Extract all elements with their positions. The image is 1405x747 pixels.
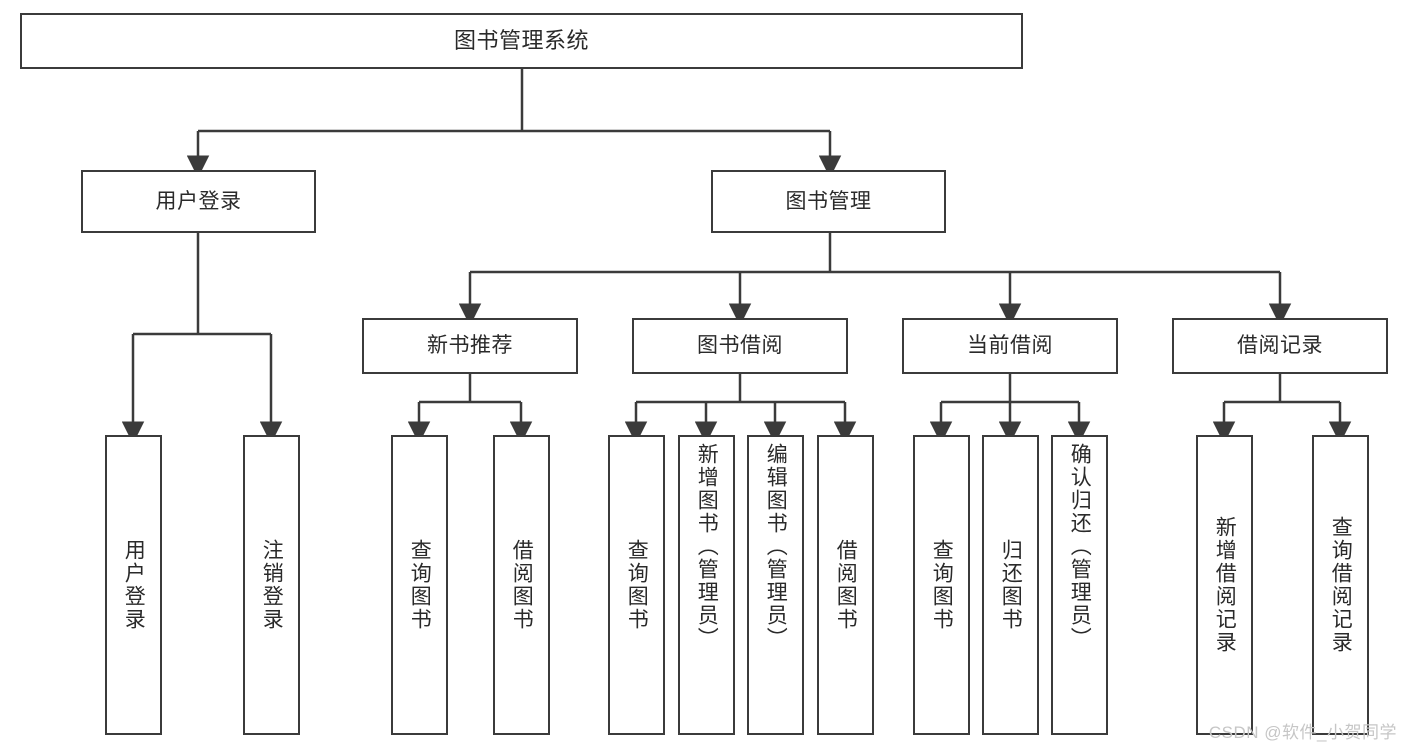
leaf-label: 注销登录	[260, 539, 284, 631]
node-user-login[interactable]: 用户登录	[81, 170, 316, 233]
node-book-borrow[interactable]: 图书借阅	[632, 318, 848, 374]
leaf-query-book-borrow[interactable]: 查询图书	[608, 435, 665, 735]
node-current-borrow[interactable]: 当前借阅	[902, 318, 1118, 374]
leaf-label: 新增图书（管理员）	[695, 443, 719, 650]
node-label: 图书借阅	[697, 334, 783, 358]
leaf-edit-book-admin[interactable]: 编辑图书（管理员）	[747, 435, 804, 735]
csdn-watermark: CSDN @软件_小贺同学	[1208, 723, 1397, 742]
leaf-label: 确认归还（管理员）	[1068, 443, 1092, 650]
leaf-query-borrow-record[interactable]: 查询借阅记录	[1312, 435, 1369, 735]
leaf-user-login[interactable]: 用户登录	[105, 435, 162, 735]
node-label: 新书推荐	[427, 334, 513, 358]
leaf-label: 查询图书	[930, 539, 954, 631]
leaf-add-borrow-record[interactable]: 新增借阅记录	[1196, 435, 1253, 735]
leaf-label: 查询借阅记录	[1329, 516, 1353, 654]
node-label: 当前借阅	[967, 334, 1053, 358]
node-label: 图书管理	[785, 189, 872, 213]
leaf-label: 借阅图书	[834, 539, 858, 631]
leaf-label: 查询图书	[625, 539, 649, 631]
leaf-query-book-recommend[interactable]: 查询图书	[391, 435, 448, 735]
node-root-book-management-system[interactable]: 图书管理系统	[20, 13, 1023, 69]
leaf-logout-login[interactable]: 注销登录	[243, 435, 300, 735]
node-label: 用户登录	[155, 189, 242, 213]
node-label: 图书管理系统	[453, 27, 589, 53]
leaf-label: 编辑图书（管理员）	[764, 443, 788, 650]
node-label: 借阅记录	[1237, 334, 1323, 358]
leaf-borrow-book[interactable]: 借阅图书	[817, 435, 874, 735]
leaf-return-book[interactable]: 归还图书	[982, 435, 1039, 735]
leaf-query-book-current[interactable]: 查询图书	[913, 435, 970, 735]
leaf-label: 用户登录	[122, 539, 146, 631]
leaf-borrow-book-recommend[interactable]: 借阅图书	[493, 435, 550, 735]
node-borrow-record[interactable]: 借阅记录	[1172, 318, 1388, 374]
node-book-management[interactable]: 图书管理	[711, 170, 946, 233]
leaf-add-book-admin[interactable]: 新增图书（管理员）	[678, 435, 735, 735]
leaf-label: 查询图书	[408, 539, 432, 631]
leaf-confirm-return-admin[interactable]: 确认归还（管理员）	[1051, 435, 1108, 735]
leaf-label: 新增借阅记录	[1213, 516, 1237, 654]
leaf-label: 归还图书	[999, 539, 1023, 631]
leaf-label: 借阅图书	[510, 539, 534, 631]
node-new-book-recommend[interactable]: 新书推荐	[362, 318, 578, 374]
